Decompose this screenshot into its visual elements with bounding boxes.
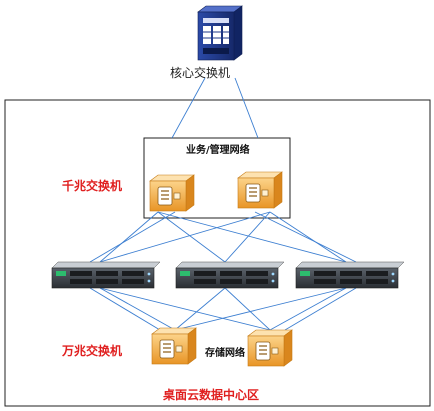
- service-network-box: [143, 137, 291, 219]
- storage-network-label: 存储网络: [205, 348, 245, 359]
- core-switch-label: 核心交换机: [170, 66, 231, 80]
- gigabit-switch-icon: [149, 174, 195, 212]
- datacenter-label: 桌面云数据中心区: [163, 388, 260, 402]
- ten-gigabit-switch-label: 万兆交换机: [62, 344, 123, 358]
- service-network-label: 业务/管理网络: [186, 145, 250, 156]
- ten-gigabit-switch-icon: [151, 327, 197, 365]
- gigabit-switch-icon: [237, 171, 283, 209]
- gigabit-switch-label: 千兆交换机: [62, 179, 123, 193]
- rack-server-icon: [175, 261, 285, 289]
- core-switch-icon: [197, 5, 243, 61]
- rack-server-icon: [51, 261, 161, 289]
- rack-server-icon: [295, 261, 405, 289]
- network-links: [89, 77, 357, 331]
- ten-gigabit-switch-icon: [247, 329, 293, 367]
- datacenter-frame: [4, 99, 431, 407]
